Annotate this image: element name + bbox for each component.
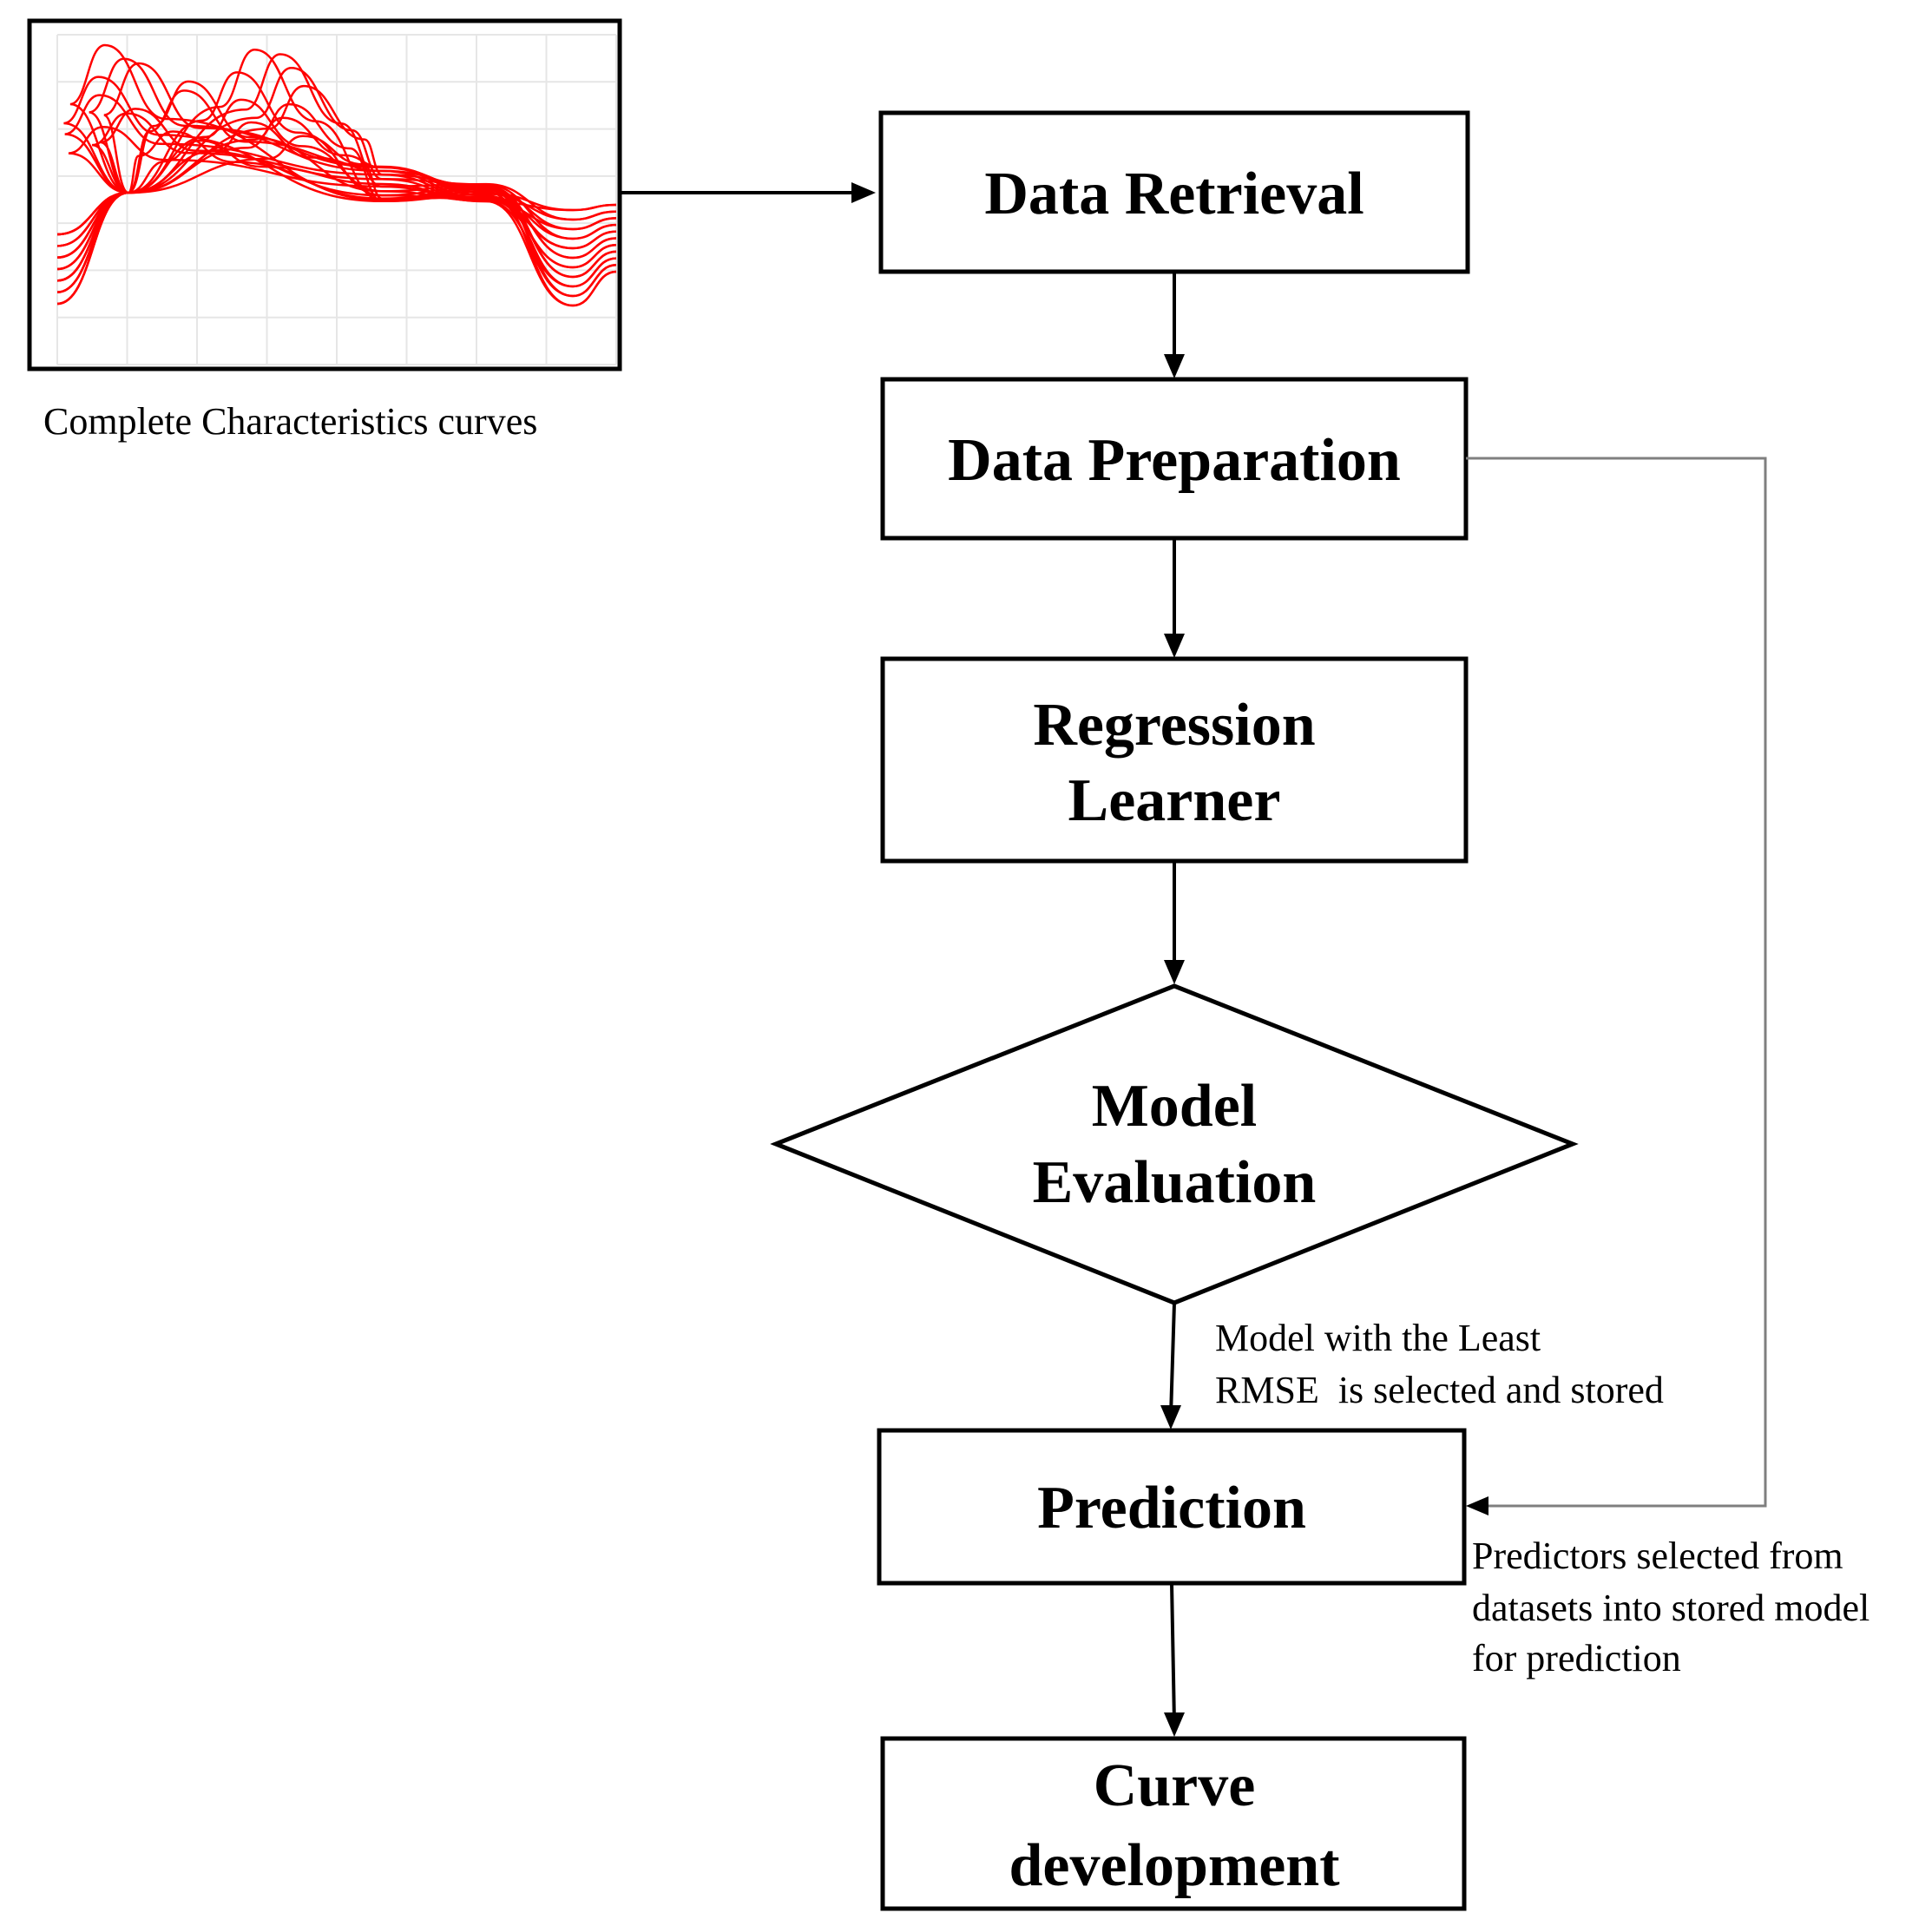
- arrowhead-preparation-to-regression: [1164, 634, 1185, 658]
- inset-caption: Complete Characteristics curves: [43, 400, 537, 443]
- curve-development-line-2: development: [1009, 1832, 1339, 1899]
- predictors-selected-annotation: Predictors selected from datasets into s…: [1472, 1535, 1870, 1679]
- inset-curves: [56, 43, 617, 307]
- model-evaluation-node: Model Evaluation: [770, 983, 1579, 1305]
- arrowhead-inset-to-retrieval: [851, 182, 876, 203]
- arrow-evaluation-to-prediction: [1169, 1302, 1176, 1417]
- regression-learner-line-1: Regression: [1033, 692, 1315, 759]
- model-selected-line-2: RMSE is selected and stored: [1215, 1369, 1664, 1411]
- model-evaluation-line-1: Model: [1092, 1073, 1258, 1140]
- arrowhead-regression-to-evaluation: [1164, 960, 1185, 984]
- predictors-selected-line-2: datasets into stored model: [1472, 1587, 1870, 1629]
- inset-characteristic-curve: [56, 43, 617, 279]
- prediction-node: Prediction: [877, 1428, 1467, 1586]
- characteristics-curves-inset: Complete Characteristics curves: [27, 18, 622, 443]
- inset-characteristic-curve: [56, 53, 617, 307]
- model-selected-line-1: Model with the Least: [1215, 1317, 1541, 1359]
- arrowhead-retrieval-to-preparation: [1164, 354, 1185, 378]
- curve-development-node: Curve development: [880, 1736, 1467, 1911]
- prediction-label: Prediction: [1037, 1475, 1306, 1541]
- feedback-line-preparation-to-prediction: [1466, 457, 1767, 1508]
- arrowhead-feedback-to-prediction: [1466, 1496, 1488, 1515]
- predictors-selected-line-1: Predictors selected from: [1472, 1535, 1843, 1577]
- arrow-prediction-to-curve: [1170, 1582, 1176, 1724]
- arrowhead-evaluation-to-prediction: [1160, 1405, 1181, 1430]
- regression-learner-node: Regression Learner: [880, 656, 1469, 864]
- curve-development-line-1: Curve: [1094, 1752, 1256, 1819]
- data-preparation-label: Data Preparation: [948, 427, 1401, 494]
- inset-characteristic-curve: [56, 48, 617, 247]
- data-retrieval-label: Data Retrieval: [984, 161, 1364, 227]
- model-evaluation-line-2: Evaluation: [1033, 1149, 1317, 1216]
- data-preparation-node: Data Preparation: [880, 377, 1469, 541]
- predictors-selected-line-3: for prediction: [1472, 1637, 1681, 1679]
- arrowhead-prediction-to-curve: [1164, 1712, 1185, 1737]
- data-retrieval-node: Data Retrieval: [878, 110, 1470, 274]
- regression-learner-line-2: Learner: [1068, 767, 1281, 834]
- model-selected-annotation: Model with the Least RMSE is selected an…: [1215, 1317, 1664, 1411]
- inset-characteristic-curve: [56, 62, 617, 282]
